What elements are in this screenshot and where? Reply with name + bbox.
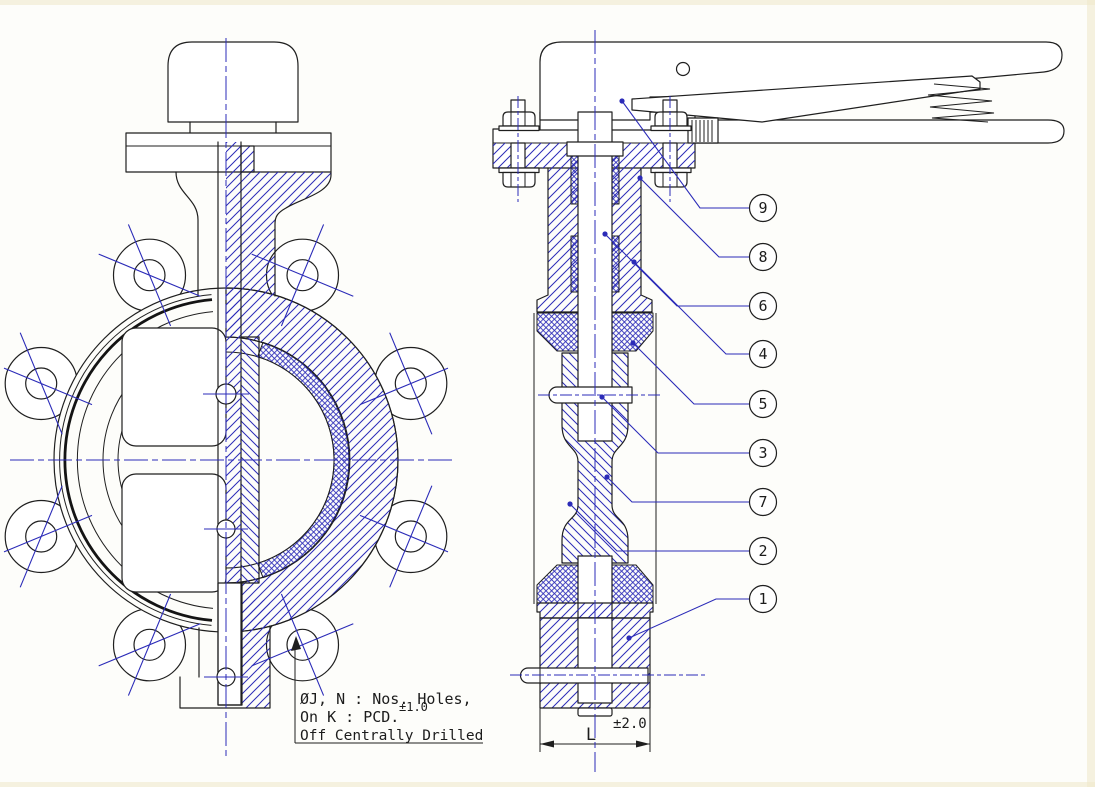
seat-ring-section: [257, 341, 351, 579]
balloon-3: 3: [748, 438, 778, 468]
lower-seal-cup-right: [611, 564, 654, 604]
note-line-3: Off Centrally Drilled: [300, 728, 483, 744]
lever-trigger: [631, 75, 981, 123]
mounting-bolts: [498, 96, 692, 202]
stem-section-hatch: [226, 142, 241, 583]
knob-step: [189, 121, 277, 134]
note-line-1: ØJ, N : Nos. Holes,: [300, 690, 472, 708]
balloon-9-label: 9: [758, 199, 767, 217]
balloon-4-label: 4: [758, 345, 767, 363]
packing-strip: [611, 235, 620, 293]
note-line-2: On K : PCD.: [300, 708, 399, 726]
ratchet-teeth: [691, 120, 713, 142]
stem-packing: [570, 155, 620, 293]
neck-section-hatch: [241, 172, 331, 296]
hex-nut-left-top: [502, 111, 536, 127]
page-edge-bottom: [0, 782, 1095, 787]
washer-right-top: [650, 125, 692, 132]
dimension-label: L: [586, 725, 596, 745]
packing-strip: [570, 235, 579, 293]
packing-strip: [570, 155, 579, 205]
neck-right-section: [612, 168, 652, 312]
neck-outline: [536, 167, 653, 313]
lever-bottom-bar: [692, 119, 1065, 144]
stem-lower-white: [217, 582, 243, 706]
lever-hole: [675, 61, 691, 77]
bottom-boss-outline: [179, 625, 271, 709]
leader-lines: [567, 98, 750, 641]
notes-block: ØJ, N : Nos. Holes, On K : PCD. ±1.0 Off…: [291, 636, 483, 744]
hex-nut-right-top: [654, 111, 688, 127]
bolt-centerlines: [517, 96, 671, 202]
balloon-6-label: 6: [758, 297, 767, 315]
balloon-2-label: 2: [758, 542, 767, 560]
front-view: [3, 38, 452, 758]
neck-left-outline: [175, 171, 199, 297]
page-edge-right: [1087, 0, 1095, 787]
balloon-1-label: 1: [758, 590, 767, 608]
balloon-9: 9: [748, 193, 778, 223]
balloon-7: 7: [748, 487, 778, 517]
balloon-8-label: 8: [758, 248, 767, 266]
hex-facets-left: [510, 112, 526, 187]
upper-seal-cup-right: [611, 312, 654, 352]
balloon-7-label: 7: [758, 493, 767, 511]
body-silhouette-lines: [533, 313, 657, 604]
dimension-tolerance: ±2.0: [613, 716, 647, 732]
stem-gland-hatch: [240, 145, 255, 173]
balloon-3-label: 3: [758, 444, 767, 462]
lower-seal-cup-left: [536, 564, 579, 604]
section-view: L ±2.0: [492, 30, 1065, 772]
washer-left-bottom: [498, 167, 540, 174]
bottom-boss-hatch: [242, 600, 270, 708]
disc-hub-lower: [121, 473, 227, 593]
packing-strip: [611, 155, 620, 205]
extension-lines: [539, 622, 651, 752]
washer-left-top: [498, 125, 540, 132]
balloon-1: 1: [748, 584, 778, 614]
balloon-4: 4: [748, 339, 778, 369]
ratchet-plate: [687, 117, 719, 144]
balloon-5-label: 5: [758, 395, 767, 413]
hex-facets-right: [662, 112, 678, 187]
disc-hub-upper: [121, 327, 227, 447]
balloon-5: 5: [748, 389, 778, 419]
lever-spring: [927, 83, 995, 123]
balloon-8: 8: [748, 242, 778, 272]
pin-centerlines: [510, 394, 705, 676]
hex-nut-right-bottom: [654, 171, 688, 188]
hand-lever: [539, 41, 1065, 144]
stem-outline: [217, 141, 243, 706]
balloon-2: 2: [748, 536, 778, 566]
note-leader-arrow: [291, 636, 301, 651]
bolt-holes: [3, 224, 449, 696]
upper-seal-cup-left: [536, 312, 579, 352]
stem-top-knob: [167, 41, 299, 123]
bolt-hole-centermarks: [3, 224, 449, 696]
note-line-2-tolerance: ±1.0: [399, 700, 428, 714]
balloon-callouts: 9 8 6 4 5 3 7 2: [567, 98, 778, 641]
hex-nut-left-bottom: [502, 171, 536, 188]
page-edge-top: [0, 0, 1095, 5]
neck-left-section: [537, 168, 578, 312]
balloon-6: 6: [748, 291, 778, 321]
note-leader: [294, 644, 483, 744]
neck-right-outline: [274, 171, 332, 297]
